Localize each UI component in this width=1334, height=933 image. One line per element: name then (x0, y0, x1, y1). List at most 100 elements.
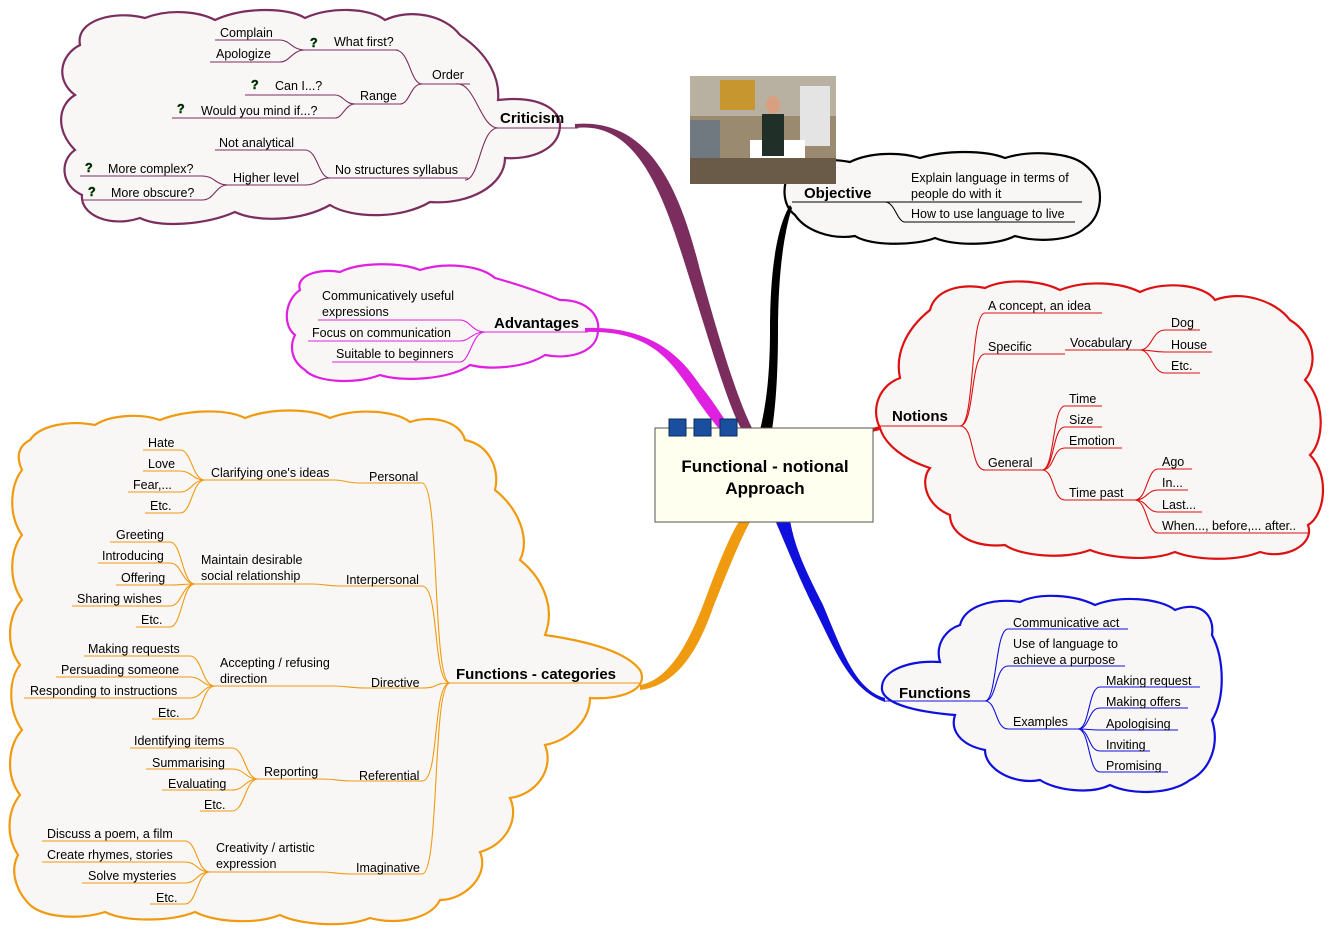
advantages-focus[interactable]: Focus on communication (312, 326, 451, 340)
objective-title[interactable]: Objective (804, 185, 872, 202)
criticism-order[interactable]: Order (432, 68, 464, 82)
objective-explain-1[interactable]: Explain language in terms of (911, 171, 1069, 185)
notions-house[interactable]: House (1171, 338, 1207, 352)
notions-branch-group (880, 312, 1310, 534)
functions-making-offers[interactable]: Making offers (1106, 695, 1181, 709)
fc-referential[interactable]: Referential (359, 769, 419, 783)
advantages-title[interactable]: Advantages (494, 315, 579, 332)
notions-in[interactable]: In... (1162, 476, 1183, 490)
functions-inviting[interactable]: Inviting (1106, 738, 1146, 752)
functions-categories-branch (640, 520, 750, 690)
criticism-branch-group (80, 39, 578, 201)
fc-reporting[interactable]: Reporting (264, 765, 318, 779)
notions-ago[interactable]: Ago (1162, 455, 1184, 469)
central-title-line1: Functional - notional (681, 457, 848, 476)
fc-etc-imaginative[interactable]: Etc. (156, 891, 178, 905)
functions-categories-title[interactable]: Functions - categories (456, 666, 616, 683)
fc-greeting[interactable]: Greeting (116, 528, 164, 542)
fc-interpersonal[interactable]: Interpersonal (346, 573, 419, 587)
fc-etc-personal[interactable]: Etc. (150, 499, 172, 513)
fc-etc-referential[interactable]: Etc. (204, 798, 226, 812)
fc-directive[interactable]: Directive (371, 676, 420, 690)
criticism-would-you-mind[interactable]: Would you mind if...? (201, 104, 318, 118)
fc-maintain-1[interactable]: Maintain desirable (201, 553, 302, 567)
question-icon (87, 184, 96, 200)
fc-discuss[interactable]: Discuss a poem, a film (47, 827, 173, 841)
objective-how-to[interactable]: How to use language to live (911, 207, 1065, 221)
functions-making-request[interactable]: Making request (1106, 674, 1192, 688)
node-marker-icon (668, 418, 687, 437)
fc-making-requests[interactable]: Making requests (88, 642, 180, 656)
advantages-communicatively-2[interactable]: expressions (322, 305, 389, 319)
functions-use-of-language-1[interactable]: Use of language to (1013, 637, 1118, 651)
functions-cloud (880, 594, 1223, 793)
functions-promising[interactable]: Promising (1106, 759, 1162, 773)
notions-when[interactable]: When..., before,... after.. (1162, 519, 1296, 533)
fc-etc-directive[interactable]: Etc. (158, 706, 180, 720)
node-marker-icon (693, 418, 712, 437)
criticism-can-i[interactable]: Can I...? (275, 79, 322, 93)
notions-general[interactable]: General (988, 456, 1032, 470)
functions-title[interactable]: Functions (899, 685, 971, 702)
fc-evaluating[interactable]: Evaluating (168, 777, 226, 791)
fc-responding[interactable]: Responding to instructions (30, 684, 177, 698)
criticism-not-analytical[interactable]: Not analytical (219, 136, 294, 150)
functions-communicative-act[interactable]: Communicative act (1013, 616, 1120, 630)
functions-branch-group (884, 628, 1200, 773)
criticism-more-complex[interactable]: More complex? (108, 162, 193, 176)
fc-imaginative[interactable]: Imaginative (356, 861, 420, 875)
criticism-no-structures[interactable]: No structures syllabus (335, 163, 458, 177)
fc-accepting-1[interactable]: Accepting / refusing (220, 656, 330, 670)
fc-creativity-2[interactable]: expression (216, 857, 276, 871)
notions-last[interactable]: Last... (1162, 498, 1196, 512)
fc-accepting-2[interactable]: direction (220, 672, 267, 686)
notions-concept[interactable]: A concept, an idea (988, 299, 1091, 313)
notions-specific[interactable]: Specific (988, 340, 1032, 354)
fc-create[interactable]: Create rhymes, stories (47, 848, 173, 862)
fc-identifying[interactable]: Identifying items (134, 734, 224, 748)
fc-etc-interpersonal[interactable]: Etc. (141, 613, 163, 627)
functions-examples[interactable]: Examples (1013, 715, 1068, 729)
fc-persuading[interactable]: Persuading someone (61, 663, 179, 677)
notions-time[interactable]: Time (1069, 392, 1096, 406)
notions-vocabulary[interactable]: Vocabulary (1070, 336, 1133, 350)
criticism-higher-level[interactable]: Higher level (233, 171, 299, 185)
notions-emotion[interactable]: Emotion (1069, 434, 1115, 448)
criticism-title[interactable]: Criticism (500, 110, 564, 127)
criticism-more-obscure[interactable]: More obscure? (111, 186, 194, 200)
fc-solve[interactable]: Solve mysteries (88, 869, 176, 883)
functions-use-of-language-2[interactable]: achieve a purpose (1013, 653, 1115, 667)
question-icon (84, 160, 93, 176)
fc-creativity-1[interactable]: Creativity / artistic (216, 841, 315, 855)
objective-branch-group (792, 201, 1082, 223)
notions-size[interactable]: Size (1069, 413, 1093, 427)
notions-etc[interactable]: Etc. (1171, 359, 1193, 373)
fc-maintain-2[interactable]: social relationship (201, 569, 300, 583)
notions-cloud (875, 280, 1324, 560)
central-topic[interactable]: Functional - notional Approach (654, 418, 874, 523)
fc-introducing[interactable]: Introducing (102, 549, 164, 563)
fc-love[interactable]: Love (148, 457, 175, 471)
notions-title[interactable]: Notions (892, 408, 948, 425)
fc-offering[interactable]: Offering (121, 571, 165, 585)
criticism-complain[interactable]: Complain (220, 26, 273, 40)
fc-personal[interactable]: Personal (369, 470, 418, 484)
advantages-suitable[interactable]: Suitable to beginners (336, 347, 453, 361)
objective-explain-2[interactable]: people do with it (911, 187, 1002, 201)
question-icon (309, 35, 318, 51)
fc-sharing[interactable]: Sharing wishes (77, 592, 162, 606)
fc-fear[interactable]: Fear,... (133, 478, 172, 492)
criticism-what-first[interactable]: What first? (334, 35, 394, 49)
fc-summarising[interactable]: Summarising (152, 756, 225, 770)
fc-hate[interactable]: Hate (148, 436, 174, 450)
notions-time-past[interactable]: Time past (1069, 486, 1124, 500)
functions-apologising[interactable]: Apologising (1106, 717, 1171, 731)
advantages-communicatively-1[interactable]: Communicatively useful (322, 289, 454, 303)
notions-dog[interactable]: Dog (1171, 316, 1194, 330)
advantages-branch (585, 327, 730, 430)
criticism-apologize[interactable]: Apologize (216, 47, 271, 61)
criticism-range[interactable]: Range (360, 89, 397, 103)
fc-clarifying[interactable]: Clarifying one's ideas (211, 466, 329, 480)
criticism-cloud (60, 8, 562, 225)
